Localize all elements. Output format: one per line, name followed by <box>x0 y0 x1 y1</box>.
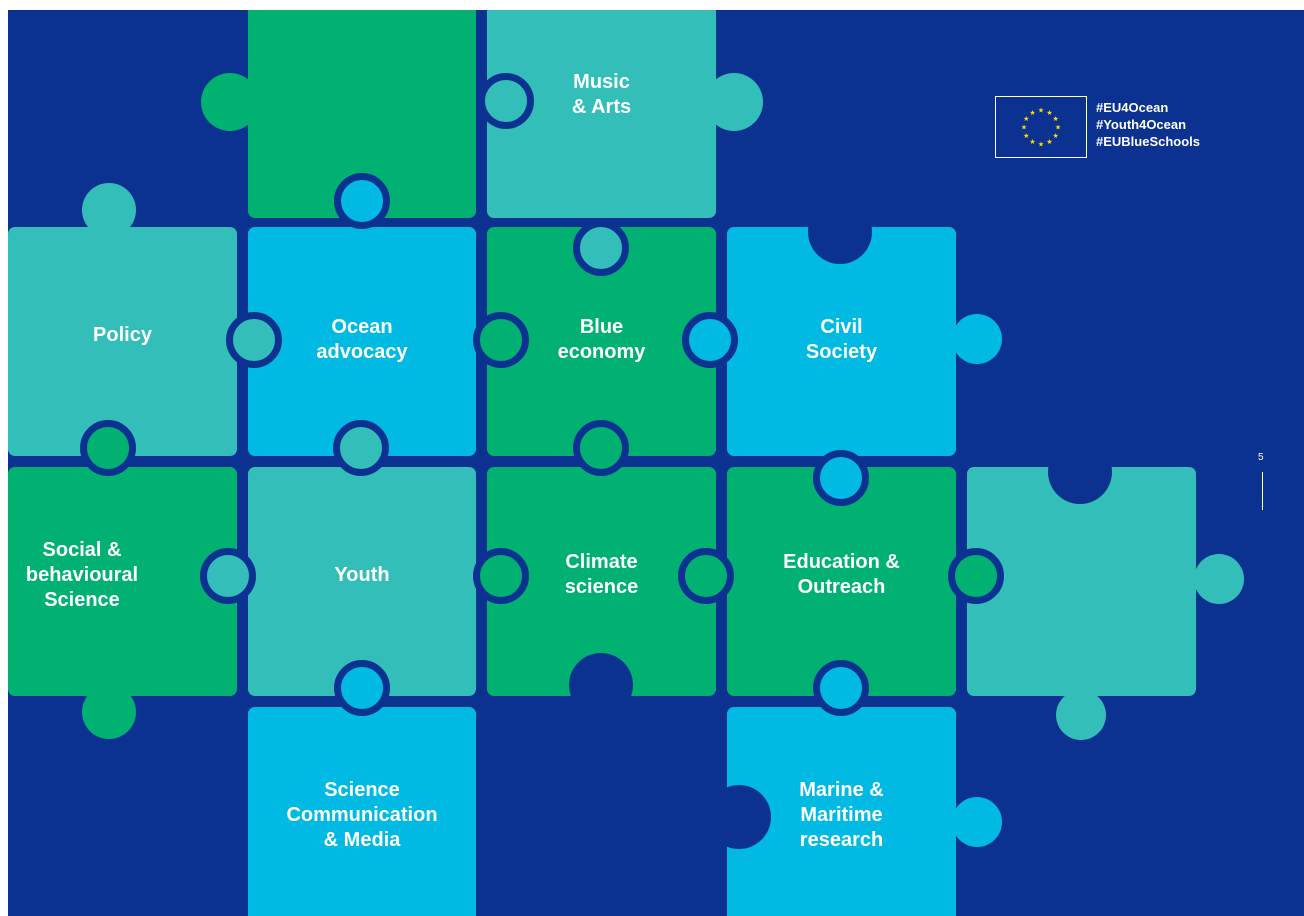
notch-climate-bottom <box>569 653 633 717</box>
knob-social-to-policy <box>80 420 136 476</box>
flag-star-icon: ★ <box>1046 109 1052 117</box>
flag-star-icon: ★ <box>1053 115 1059 123</box>
puzzle-piece-social-behavioural-science <box>8 467 237 696</box>
label-marine-maritime-research: Marine & Maritime research <box>799 778 884 851</box>
knob-education-to-climate <box>678 548 734 604</box>
puzzle-piece-policy <box>8 227 237 456</box>
knob-marine-right <box>952 797 1002 847</box>
puzzle-piece-ocean-advocacy <box>248 227 476 456</box>
knob-teal-right-right <box>1194 554 1244 604</box>
puzzle-piece-civil-society <box>727 227 956 456</box>
flag-star-icon: ★ <box>1053 132 1059 140</box>
flag-star-icon: ★ <box>1029 138 1035 146</box>
knob-youth-to-ocean <box>333 420 389 476</box>
flag-star-icon: ★ <box>1038 141 1044 149</box>
knob-marine-to-education <box>813 660 869 716</box>
label-music-arts: Music & Arts <box>571 71 632 118</box>
flag-star-icon: ★ <box>1023 115 1029 123</box>
knob-climate-to-youth <box>473 548 529 604</box>
flag-star-icon: ★ <box>1038 107 1044 115</box>
knob-music-to-blue <box>573 220 629 276</box>
flag-star-icon: ★ <box>1023 132 1029 140</box>
puzzle-piece-teal-right <box>967 467 1196 696</box>
knob-science-to-youth <box>334 660 390 716</box>
knob-music-left-notch <box>478 73 534 129</box>
knob-teal-right-bottom <box>1056 690 1106 740</box>
knob-youth-to-social <box>200 548 256 604</box>
flag-star-icon: ★ <box>1055 124 1061 132</box>
knob-green-top-left <box>201 73 259 131</box>
label-civil-society: Civil Society <box>805 316 878 363</box>
flag-star-icon: ★ <box>1029 109 1035 117</box>
puzzle-piece-science-communication-media <box>248 707 476 916</box>
label-blue-economy: Blue economy <box>557 316 646 363</box>
label-social-behavioural-science: Social & behavioural Science <box>25 538 139 611</box>
page-number-divider <box>1262 472 1263 510</box>
hashtag-eu4ocean: #EU4Ocean <box>1096 100 1169 115</box>
flag-star-icon: ★ <box>1046 138 1052 146</box>
notch-civil-top <box>808 200 872 264</box>
knob-education-to-teal <box>948 548 1004 604</box>
knob-green-top-to-ocean <box>334 173 390 229</box>
poster-page: ★★★★★★★★★★★★ #EU4Ocean #Youth4Ocean #EUB… <box>8 10 1304 916</box>
label-ocean-advocacy: Ocean advocacy <box>316 316 408 363</box>
knob-climate-to-blue <box>573 420 629 476</box>
label-education-outreach: Education & Outreach <box>783 551 900 598</box>
label-policy: Policy <box>93 323 152 346</box>
hashtag-eublueschools: #EUBlueSchools <box>1096 134 1201 149</box>
flag-star-icon: ★ <box>1021 124 1027 132</box>
puzzle-piece-youth <box>248 467 476 696</box>
notch-marine-left <box>707 785 771 849</box>
label-science-communication-media: Science Communication & Media <box>286 778 438 851</box>
knob-blue-to-civil <box>682 312 738 368</box>
notch-teal-right-top <box>1048 440 1112 504</box>
label-climate-science: Climate science <box>564 551 639 598</box>
label-youth: Youth <box>334 563 390 586</box>
knob-policy-top <box>82 183 136 237</box>
eu-flag-icon: ★★★★★★★★★★★★ <box>995 96 1087 158</box>
knob-music-arts-right <box>705 73 763 131</box>
knob-ocean-to-blue <box>473 312 529 368</box>
page-number: 5 <box>1258 452 1264 463</box>
hashtag-list: #EU4Ocean #Youth4Ocean #EUBlueSchools <box>1096 99 1200 150</box>
knob-civil-society-right <box>952 314 1002 364</box>
knob-social-bottom <box>82 685 136 739</box>
knob-policy-to-ocean <box>226 312 282 368</box>
knob-civil-to-education <box>813 450 869 506</box>
hashtag-youth4ocean: #Youth4Ocean <box>1096 117 1187 132</box>
